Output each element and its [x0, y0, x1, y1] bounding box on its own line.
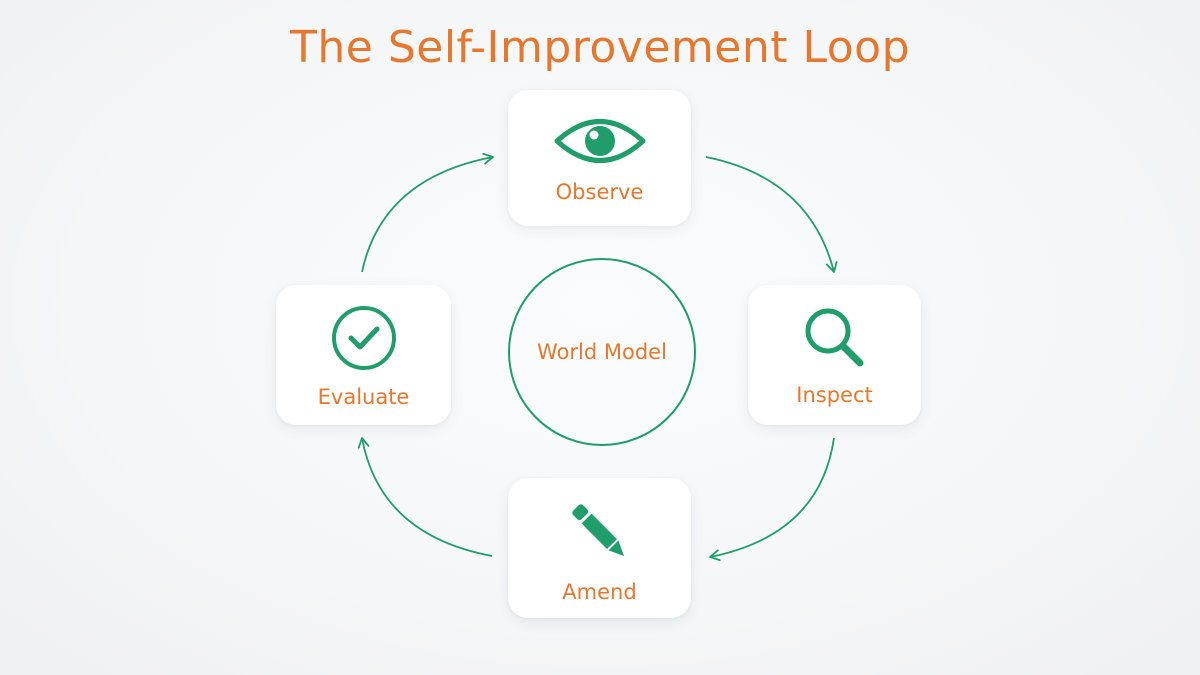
arrow-observe-to-inspect — [705, 156, 838, 273]
stage-card-inspect: Inspect — [748, 285, 921, 425]
pencil-icon — [571, 504, 624, 557]
arrow-evaluate-to-observe — [361, 152, 494, 273]
stage-label-observe: Observe — [555, 180, 644, 204]
magnifier-icon — [805, 308, 863, 367]
diagram-title: The Self-Improvement Loop — [290, 22, 910, 73]
stage-card-amend: Amend — [508, 478, 691, 618]
arrow-amend-to-evaluate — [357, 437, 493, 557]
stage-label-amend: Amend — [562, 580, 637, 604]
stage-card-evaluate: Evaluate — [276, 285, 451, 425]
world-model-label: World Model — [537, 340, 667, 364]
stage-label-inspect: Inspect — [796, 383, 873, 407]
arrow-inspect-to-amend — [709, 437, 835, 562]
world-model-circle: World Model — [508, 258, 696, 446]
eye-icon — [554, 119, 645, 163]
stage-label-evaluate: Evaluate — [317, 385, 410, 409]
stage-card-observe: Observe — [508, 90, 691, 226]
checkmark-circle-icon — [331, 306, 396, 370]
